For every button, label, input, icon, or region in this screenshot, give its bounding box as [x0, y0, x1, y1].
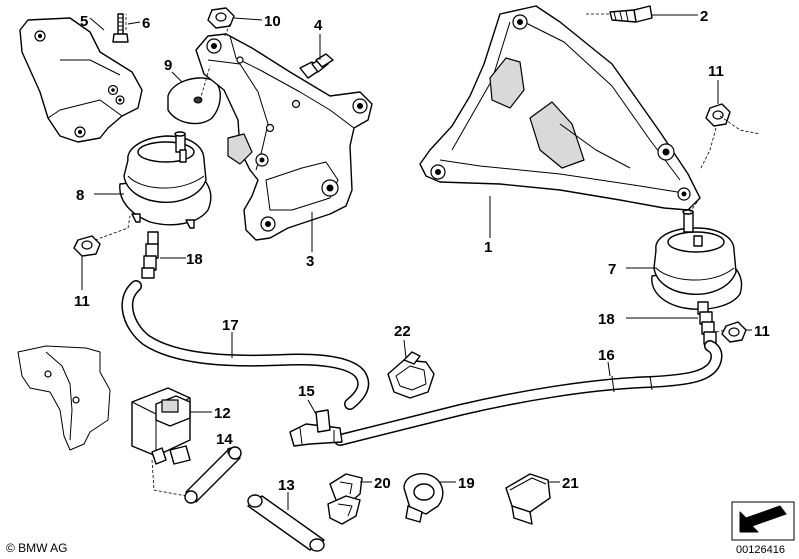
part-11-nut-left — [73, 235, 101, 257]
callout-21: 21 — [562, 475, 579, 492]
leader-lines — [81, 14, 752, 510]
callout-9: 9 — [164, 57, 172, 74]
part-12-solenoid-valve — [131, 387, 191, 465]
part-14-hose-piece — [184, 446, 242, 504]
callout-7: 7 — [608, 261, 616, 278]
callout-14: 14 — [216, 431, 233, 448]
part-22-hose-clip — [387, 351, 435, 399]
copyright-text: © BMW AG — [6, 541, 68, 555]
callout-13: 13 — [278, 477, 295, 494]
part-19-clip — [403, 472, 444, 523]
part-9-pad — [167, 77, 221, 125]
callout-5: 5 — [80, 13, 88, 30]
part-2-bolt — [609, 5, 653, 23]
part-11-nut-right — [721, 321, 747, 343]
callout-2: 2 — [700, 8, 708, 25]
part-17-hose — [121, 280, 370, 410]
callout-12: 12 — [214, 405, 231, 422]
part-11-nut-upper-right — [705, 103, 731, 127]
callout-22: 22 — [394, 323, 411, 340]
part-16-hose — [334, 340, 723, 446]
part-18-connector-left — [141, 231, 159, 279]
assembly-lines — [94, 13, 761, 497]
callout-19: 19 — [458, 475, 475, 492]
callout-6: 6 — [142, 15, 150, 32]
direction-arrow-icon — [731, 501, 795, 541]
part-15-t-connector — [289, 409, 343, 447]
part-5-bracket — [19, 17, 143, 143]
callout-18-a: 18 — [186, 251, 203, 268]
callout-3: 3 — [306, 253, 314, 270]
callout-4: 4 — [314, 17, 323, 34]
callout-11-a: 11 — [74, 293, 90, 310]
callout-15: 15 — [298, 383, 315, 400]
callout-11-c: 11 — [754, 323, 770, 340]
callout-18-b: 18 — [598, 311, 615, 328]
background-bracket — [17, 345, 111, 451]
reference-number: 00126416 — [736, 544, 785, 556]
callout-20: 20 — [374, 475, 391, 492]
part-3-support-arm — [195, 33, 373, 241]
callout-16: 16 — [598, 347, 615, 364]
callout-8: 8 — [76, 187, 84, 204]
callout-labels: 1 2 3 4 5 6 7 8 9 10 11 11 11 12 13 14 1… — [74, 8, 770, 494]
part-20-clip — [327, 473, 363, 525]
part-6-bolt — [112, 13, 129, 43]
callout-1: 1 — [484, 239, 492, 256]
callout-10: 10 — [264, 13, 281, 30]
callout-11-b: 11 — [708, 63, 724, 80]
part-7-engine-mount — [651, 209, 743, 310]
part-4-bolt — [299, 53, 334, 79]
part-8-engine-mount — [119, 131, 212, 229]
callout-17: 17 — [222, 317, 239, 334]
part-21-clip — [505, 473, 551, 525]
part-10-nut — [207, 7, 235, 29]
footer: © BMW AG 00126416 — [6, 501, 795, 556]
part-1-main-bracket — [419, 5, 701, 211]
part-13-hose-piece — [247, 494, 325, 552]
